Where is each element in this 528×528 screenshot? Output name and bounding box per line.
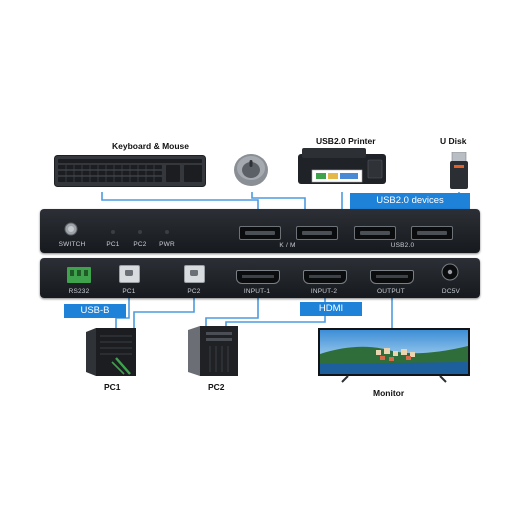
- usb-port-km-1[interactable]: [239, 226, 281, 240]
- badge-hdmi: HDMI: [300, 302, 362, 316]
- label-switch: SWITCH: [58, 241, 86, 248]
- led-pwr: [165, 230, 169, 234]
- label-rear-pc2: PC2: [187, 288, 201, 295]
- rs232-terminal-icon[interactable]: [67, 267, 91, 283]
- monitor-icon: [318, 328, 470, 383]
- label-pc2-led: PC2: [133, 241, 147, 248]
- usb-b-pc1-cable: [115, 288, 130, 330]
- label-output: OUTPUT: [377, 288, 405, 295]
- printer-icon: [298, 148, 386, 184]
- dc-jack-icon[interactable]: [440, 262, 460, 282]
- switch-button-icon[interactable]: [64, 222, 78, 236]
- caption-pc2: PC2: [208, 382, 225, 392]
- mouse-icon: [234, 154, 268, 186]
- usb-b-port-pc2[interactable]: [184, 265, 205, 283]
- usb-b-pc2-cable: [133, 288, 195, 330]
- caption-printer: USB2.0 Printer: [316, 136, 376, 146]
- label-dc: DC5V: [441, 288, 461, 295]
- badge-usb-b: USB-B: [64, 304, 126, 318]
- usb-port-usb2-2[interactable]: [411, 226, 453, 240]
- caption-pc1: PC1: [104, 382, 121, 392]
- usb-port-km-2[interactable]: [296, 226, 338, 240]
- label-rs232: RS232: [68, 288, 90, 295]
- usb-port-usb2-1[interactable]: [354, 226, 396, 240]
- led-pc2: [138, 230, 142, 234]
- label-pc1-led: PC1: [106, 241, 120, 248]
- label-input2: INPUT-2: [310, 288, 338, 295]
- usb-drive-icon: [450, 152, 468, 189]
- hdmi-port-input2[interactable]: [303, 270, 347, 284]
- hdmi-input1-cable: [205, 288, 259, 330]
- hdmi-port-output[interactable]: [370, 270, 414, 284]
- caption-keyboard-mouse: Keyboard & Mouse: [112, 141, 189, 151]
- label-km: K / M: [279, 242, 296, 249]
- label-input1: INPUT-1: [243, 288, 271, 295]
- led-pc1: [111, 230, 115, 234]
- caption-udisk: U Disk: [440, 136, 467, 146]
- label-usb2: USB2.0: [390, 242, 415, 249]
- hdmi-port-input1[interactable]: [236, 270, 280, 284]
- label-pwr-led: PWR: [159, 241, 175, 248]
- usb-b-port-pc1[interactable]: [119, 265, 140, 283]
- label-rear-pc1: PC1: [122, 288, 136, 295]
- keyboard-icon: [54, 155, 206, 187]
- badge-usb-devices: USB2.0 devices: [350, 193, 470, 209]
- caption-monitor: Monitor: [373, 388, 405, 398]
- pc-tower-icon: [86, 328, 136, 376]
- pc-tower-icon: [188, 326, 238, 376]
